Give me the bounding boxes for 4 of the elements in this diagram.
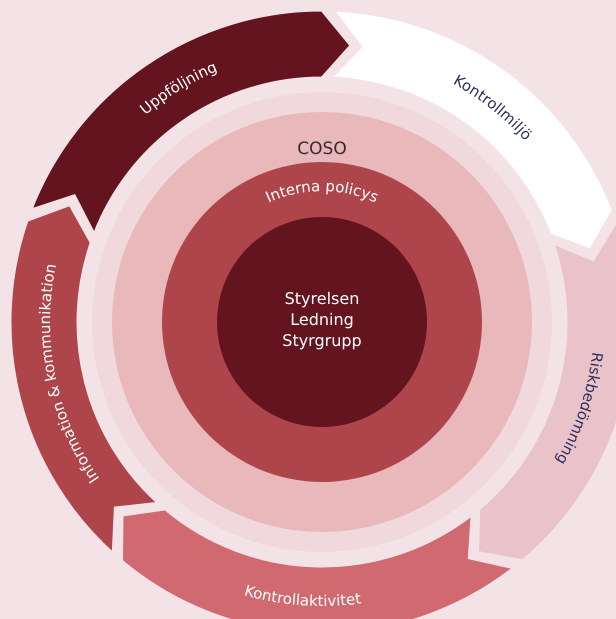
circle-label: Interna policys bbox=[262, 177, 382, 206]
circle-label: COSO bbox=[296, 138, 348, 160]
circle-label: Styrelsen Ledning Styrgrupp bbox=[281, 288, 363, 352]
segment-label: Kontrollaktivitet bbox=[242, 581, 362, 610]
